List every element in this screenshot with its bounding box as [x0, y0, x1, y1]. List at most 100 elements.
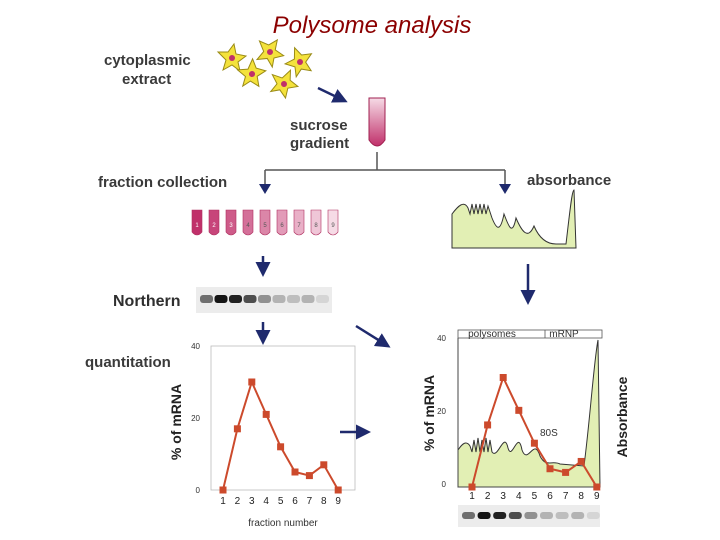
- data-point: [499, 374, 507, 381]
- data-point: [262, 410, 270, 418]
- label-gradient: gradient: [290, 135, 349, 152]
- test-tube-icon: 5: [259, 209, 271, 236]
- x-tick-label: 2: [485, 491, 491, 502]
- x-tick-label: 8: [321, 496, 327, 507]
- data-point: [515, 406, 523, 414]
- x-tick-label: 1: [469, 491, 475, 502]
- tube-label: 8: [314, 223, 318, 229]
- northern-band: [555, 512, 569, 519]
- label-cytoplasmic: cytoplasmic: [104, 52, 191, 69]
- cell-icon: [236, 57, 267, 88]
- data-point: [320, 461, 328, 469]
- x-tick-label: 1: [220, 496, 226, 507]
- x-tick-label: 3: [249, 496, 255, 507]
- arrow-icon: [499, 184, 511, 194]
- x-tick-label: 7: [307, 496, 313, 507]
- left-y-tick: 20: [191, 414, 200, 423]
- data-point: [577, 457, 585, 465]
- x-tick-label: 9: [335, 496, 341, 507]
- northern-band: [477, 512, 491, 519]
- right-y-axis-label: % of mRNA: [421, 375, 437, 451]
- northern-bands: [200, 295, 329, 303]
- x-tick-label: 4: [263, 496, 269, 507]
- label-fraction-collection: fraction collection: [98, 174, 227, 191]
- test-tube-icon: 6: [276, 209, 288, 236]
- x-tick-label: 9: [594, 491, 600, 502]
- tube-label: 7: [297, 223, 301, 229]
- test-tube-icon: 7: [293, 209, 305, 236]
- tube-label: 1: [195, 223, 199, 229]
- x-tick-label: 4: [516, 491, 522, 502]
- x-tick-label: 3: [500, 491, 506, 502]
- x-tick-label: 7: [563, 491, 569, 502]
- right-series-points: [468, 374, 601, 491]
- right-y-tick: 40: [437, 334, 446, 343]
- data-point: [277, 443, 285, 451]
- label-absorbance: absorbance: [527, 172, 611, 189]
- data-point: [593, 483, 601, 491]
- data-point: [484, 421, 492, 429]
- right-chart: % of mRNA Absorbance polysomes mRNP 40 2…: [421, 329, 630, 527]
- split-connector: [264, 152, 506, 186]
- cell-icon: [283, 46, 313, 79]
- northern-band: [214, 295, 228, 303]
- northern-band: [229, 295, 242, 303]
- northern-band: [243, 295, 257, 303]
- label-extract: extract: [122, 71, 171, 88]
- northern-band: [272, 295, 286, 303]
- test-tube-icon: [368, 97, 386, 147]
- cell-icon: [216, 42, 248, 73]
- data-point: [219, 486, 227, 494]
- arrow-icon: [317, 86, 348, 103]
- test-tube-icon: 2: [208, 209, 220, 236]
- label-sucrose: sucrose: [290, 117, 348, 134]
- fraction-tubes: 1 2 3 4 5 6 7 8 9: [191, 209, 339, 236]
- arrow-icon: [259, 184, 271, 194]
- page-title: Polysome analysis: [273, 12, 472, 39]
- test-tube-icon: 8: [310, 209, 322, 236]
- x-axis-label: fraction number: [248, 518, 318, 529]
- northern-bands-lower: [462, 512, 600, 519]
- region-bar: [457, 329, 603, 339]
- data-point: [530, 439, 538, 447]
- right-absorbance-profile: [457, 339, 601, 488]
- left-series-points: [219, 378, 342, 494]
- northern-band: [316, 295, 329, 303]
- tube-label: 2: [212, 223, 216, 229]
- data-point: [562, 468, 570, 476]
- x-tick-label: 6: [547, 491, 553, 502]
- x-tick-label: 8: [578, 491, 584, 502]
- left-series-line: [222, 379, 340, 491]
- northern-band: [287, 295, 300, 303]
- test-tube-icon: 1: [191, 209, 203, 236]
- left-y-axis-label: % of mRNA: [168, 384, 184, 460]
- northern-band: [258, 295, 271, 303]
- x-tick-label: 5: [278, 496, 284, 507]
- tube-label: 6: [280, 223, 284, 229]
- northern-band: [200, 295, 213, 303]
- absorbance-profile: [451, 189, 577, 249]
- cells-cluster: [216, 38, 313, 100]
- arrow-icon: [355, 324, 391, 348]
- data-point: [546, 465, 554, 473]
- northern-band: [508, 512, 522, 519]
- region-polysomes: polysomes: [468, 329, 516, 340]
- left-chart-frame: [210, 345, 356, 491]
- data-point: [305, 472, 313, 480]
- tube-label: 4: [246, 223, 250, 229]
- test-tube-icon: 4: [242, 209, 254, 236]
- left-y-tick: 40: [191, 342, 200, 351]
- test-tube-icon: 9: [327, 209, 339, 236]
- tube-label: 9: [331, 223, 335, 229]
- test-tube-icon: 3: [225, 209, 237, 236]
- northern-band: [462, 512, 475, 519]
- northern-band: [540, 512, 553, 519]
- left-y-tick: 0: [196, 486, 201, 495]
- x-tick-label: 5: [532, 491, 538, 502]
- label-northern: Northern: [113, 293, 181, 310]
- data-point: [291, 468, 299, 476]
- northern-band: [493, 512, 507, 519]
